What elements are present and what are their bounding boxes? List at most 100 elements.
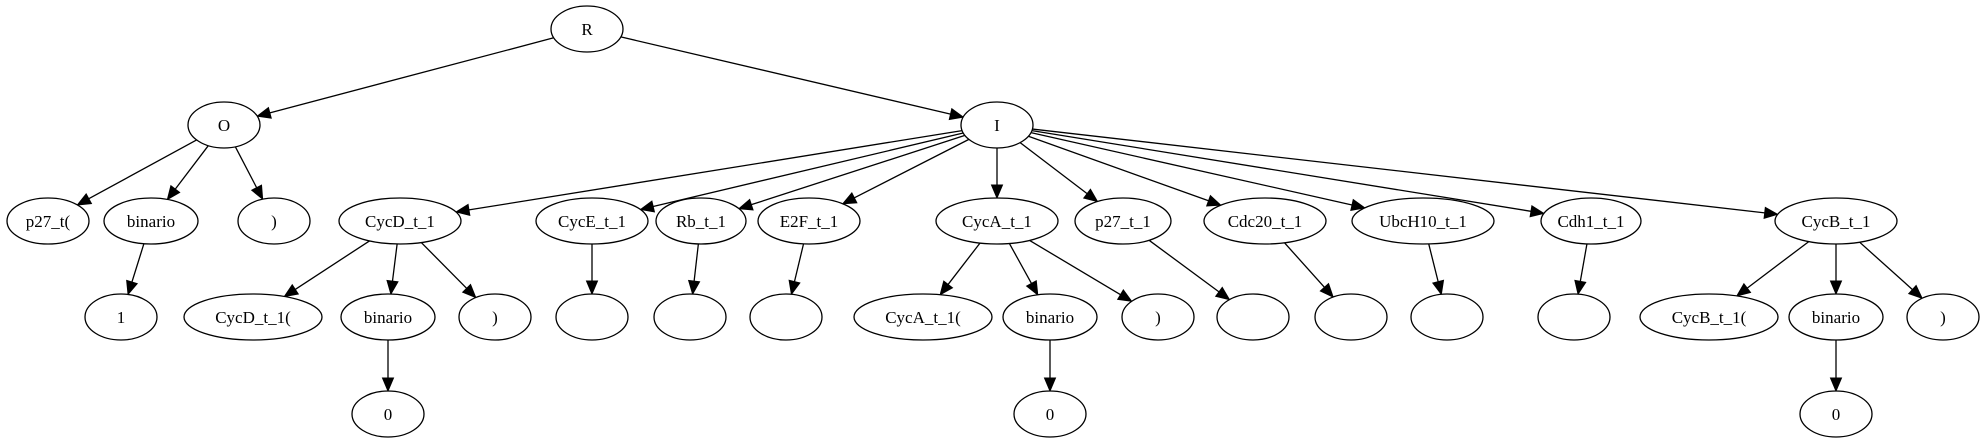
node-ellipse xyxy=(749,293,823,341)
node-label: ) xyxy=(271,212,277,231)
arrowhead-icon xyxy=(166,184,181,201)
node-ellipse xyxy=(853,293,993,341)
arrowhead-icon xyxy=(1205,194,1222,207)
node-cdc20-t-1: Cdc20_t_1 xyxy=(1203,197,1327,245)
node-ellipse xyxy=(1410,293,1484,341)
node-cyce-leaf xyxy=(555,293,629,341)
edge-cyca-t-1-to-cyca-open xyxy=(939,242,981,296)
edge-line xyxy=(1029,239,1121,296)
edge-cyca-t-1-to-cyca-binario xyxy=(1008,243,1039,296)
node-cycb-zero: 0 xyxy=(1799,390,1873,438)
node-ellipse xyxy=(6,197,90,245)
node-ellipse xyxy=(550,5,624,53)
node-cyca-zero: 0 xyxy=(1013,390,1087,438)
node-cycd-close: ) xyxy=(458,293,532,341)
node-e2f-t-1: E2F_t_1 xyxy=(757,197,861,245)
edge-line xyxy=(1030,132,1353,206)
node-label: p27_t_1 xyxy=(1095,212,1151,231)
node-label: CycA_t_1( xyxy=(885,308,961,327)
edge-cdc20-t-1-to-cdc20-leaf xyxy=(1284,242,1334,298)
node-ubch10-t-1: UbcH10_t_1 xyxy=(1351,197,1495,245)
edge-i-to-ubch10-t-1 xyxy=(1030,132,1366,211)
arrowhead-icon xyxy=(1907,284,1924,300)
edge-line xyxy=(391,243,398,282)
edge-line xyxy=(1428,243,1439,282)
node-label: Rb_t_1 xyxy=(676,212,726,231)
arrowhead-icon xyxy=(1214,286,1231,301)
edge-line xyxy=(1028,135,1209,202)
arrowhead-icon xyxy=(250,184,264,201)
node-label: ) xyxy=(492,308,498,327)
node-ellipse xyxy=(1799,390,1873,438)
edge-i-to-rb-t-1 xyxy=(737,134,966,211)
node-ellipse xyxy=(535,197,649,245)
node-ellipse xyxy=(1013,390,1087,438)
node-ellipse xyxy=(187,101,261,149)
node-ellipse xyxy=(1639,293,1779,341)
edge-p27-t-1-to-p27-leaf xyxy=(1148,239,1231,301)
arrowhead-icon xyxy=(639,200,656,213)
node-label: binario xyxy=(1812,308,1860,327)
node-ellipse xyxy=(340,293,436,341)
arrowhead-icon xyxy=(454,203,471,217)
node-label: Cdc20_t_1 xyxy=(1228,212,1303,231)
node-ellipse xyxy=(458,293,532,341)
node-rb-t-1: Rb_t_1 xyxy=(655,197,747,245)
arrowhead-icon xyxy=(1735,282,1752,297)
arrowhead-icon xyxy=(788,279,801,296)
edge-line xyxy=(88,139,197,200)
edge-cycb-t-1-to-cycb-close xyxy=(1859,241,1924,300)
node-ellipse xyxy=(351,390,425,438)
node-r: R xyxy=(550,5,624,53)
edge-o-to-o-close xyxy=(234,146,264,201)
node-cycb-open: CycB_t_1( xyxy=(1639,293,1779,341)
edge-r-to-i xyxy=(620,36,965,121)
arrowhead-icon xyxy=(1025,279,1039,296)
node-ellipse xyxy=(655,197,747,245)
edge-line xyxy=(1579,243,1588,282)
edge-line xyxy=(793,243,805,282)
node-ellipse xyxy=(1314,293,1388,341)
node-i: I xyxy=(960,101,1034,149)
node-cyca-close: ) xyxy=(1121,293,1195,341)
edge-cycd-t-1-to-cycd-binario xyxy=(386,243,399,296)
edge-line xyxy=(1284,242,1325,288)
edge-i-to-p27-t-1 xyxy=(1019,142,1099,203)
node-ellipse xyxy=(960,101,1034,149)
node-ellipse xyxy=(935,197,1059,245)
arrowhead-icon xyxy=(461,283,477,299)
node-ellipse xyxy=(183,293,323,341)
arrowhead-icon xyxy=(1529,205,1546,218)
edge-line xyxy=(1019,142,1088,195)
arrowhead-icon xyxy=(1116,289,1133,302)
arrowhead-icon xyxy=(76,193,93,206)
arrowhead-icon xyxy=(1829,377,1843,393)
node-label: I xyxy=(994,116,1000,135)
node-rb-leaf xyxy=(653,293,727,341)
arrowhead-icon xyxy=(126,279,139,296)
arrowhead-icon xyxy=(381,377,395,393)
node-cycd-open: CycD_t_1( xyxy=(183,293,323,341)
edge-line xyxy=(420,242,468,289)
arrowhead-icon xyxy=(948,107,965,121)
arrowhead-icon xyxy=(256,106,272,119)
node-label: CycB_t_1 xyxy=(1802,212,1871,231)
node-label: O xyxy=(218,116,230,135)
node-ellipse xyxy=(1203,197,1327,245)
node-label: CycA_t_1 xyxy=(962,212,1032,231)
edge-cyca-binario-to-cyca-zero xyxy=(1043,340,1057,393)
node-ellipse xyxy=(237,197,311,245)
edges-layer xyxy=(76,36,1924,393)
node-label: 0 xyxy=(384,405,393,424)
edge-i-to-cdh1-t-1 xyxy=(1031,129,1546,218)
arrowhead-icon xyxy=(1829,280,1843,296)
arrowhead-icon xyxy=(1431,279,1445,296)
node-ellipse xyxy=(1906,293,1980,341)
edge-cyce-t-1-to-cyce-leaf xyxy=(585,244,599,296)
edge-line xyxy=(620,36,951,115)
edge-cycb-binario-to-cycb-zero xyxy=(1829,340,1843,393)
node-p27-leaf xyxy=(1216,293,1290,341)
node-o-binario: binario xyxy=(103,197,199,245)
